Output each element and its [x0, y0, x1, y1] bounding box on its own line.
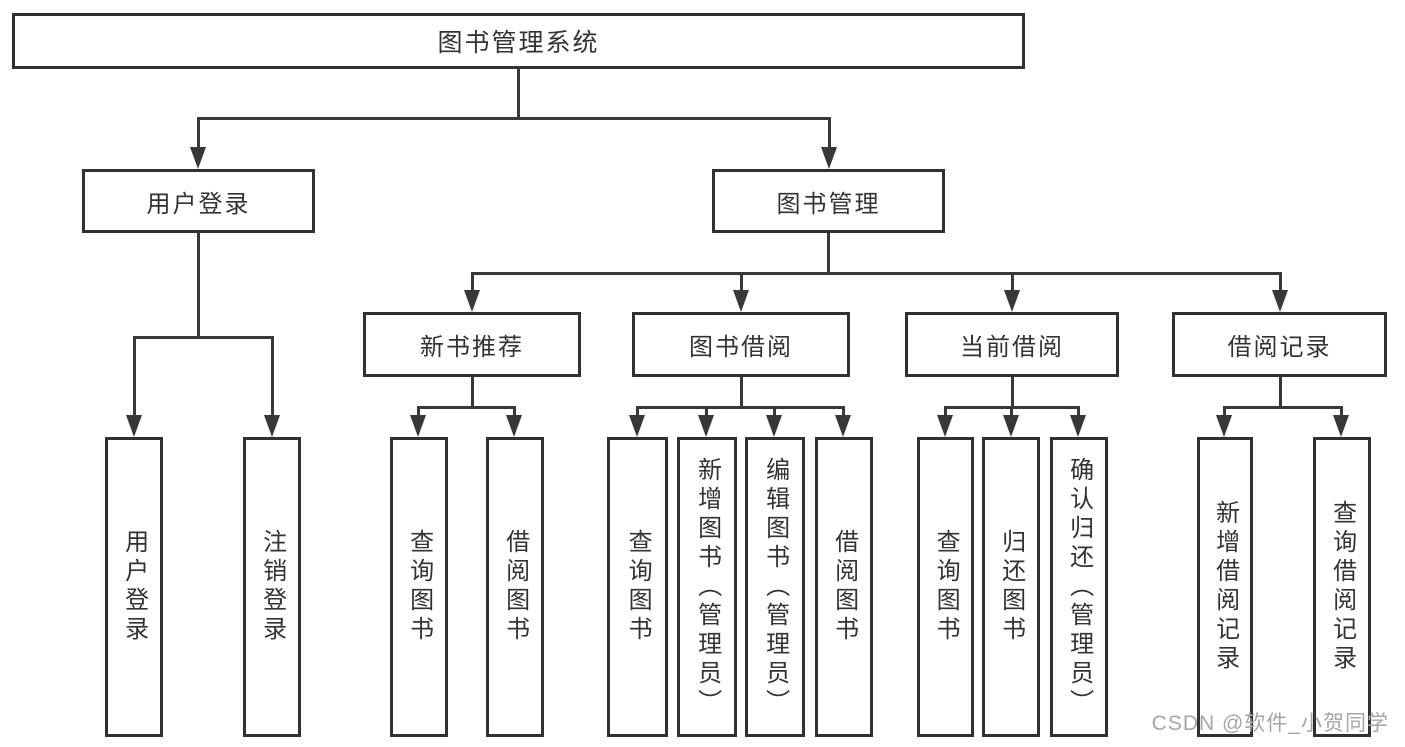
arrowhead-down-icon — [264, 415, 280, 437]
leaf-label: 确认归还（管理员） — [1065, 456, 1093, 718]
leaf-logout: 注销登录 — [243, 437, 301, 737]
connector-line — [1010, 406, 1013, 417]
leaf-add-borrow-record: 新增借阅记录 — [1197, 437, 1253, 737]
leaf-query-books-3: 查询图书 — [917, 437, 974, 737]
node-label: 借阅记录 — [1227, 334, 1332, 361]
connector-line — [944, 406, 947, 417]
connector-line — [636, 406, 639, 417]
leaf-label: 查询借阅记录 — [1328, 500, 1356, 674]
node-label: 图书借阅 — [689, 334, 793, 361]
arrowhead-down-icon — [1004, 290, 1020, 312]
leaf-label: 新增借阅记录 — [1211, 500, 1239, 674]
leaf-label: 新增图书（管理员） — [693, 456, 721, 718]
node-label: 图书管理 — [776, 190, 881, 218]
arrowhead-down-icon — [835, 415, 851, 437]
node-borrowing-records: 借阅记录 — [1172, 312, 1387, 377]
leaf-add-book-admin: 新增图书（管理员） — [677, 437, 737, 737]
connector-line — [827, 233, 830, 275]
node-label: 当前借阅 — [960, 334, 1064, 361]
leaf-edit-book-admin: 编辑图书（管理员） — [745, 437, 805, 737]
leaf-query-books-2: 查询图书 — [607, 437, 668, 737]
leaf-confirm-return-admin: 确认归还（管理员） — [1050, 437, 1108, 737]
leaf-label: 编辑图书（管理员） — [761, 456, 789, 718]
arrowhead-down-icon — [506, 415, 522, 437]
connector-line — [271, 336, 274, 417]
csdn-watermark: CSDN @软件_小贺同学 — [1151, 712, 1389, 735]
node-label: 图书管理系统 — [437, 29, 600, 57]
connector-line — [133, 336, 136, 417]
connector-line — [197, 233, 200, 339]
connector-line — [705, 406, 708, 417]
connector-line — [471, 377, 474, 408]
connector-line — [740, 377, 743, 408]
connector-line — [417, 406, 516, 409]
leaf-label: 查询图书 — [405, 529, 433, 645]
connector-line — [1340, 406, 1343, 417]
connector-line — [471, 272, 1282, 275]
node-new-book-recommend: 新书推荐 — [363, 312, 581, 377]
connector-line — [1223, 406, 1343, 409]
node-label: 用户登录 — [146, 190, 251, 218]
leaf-borrow-books-1: 借阅图书 — [486, 437, 544, 737]
leaf-label: 归还图书 — [997, 529, 1025, 645]
connector-line — [828, 117, 831, 150]
leaf-query-borrow-record: 查询借阅记录 — [1313, 437, 1371, 737]
node-book-management: 图书管理 — [712, 169, 945, 233]
node-book-borrowing: 图书借阅 — [632, 312, 850, 377]
leaf-label: 查询图书 — [932, 529, 960, 645]
arrowhead-down-icon — [1216, 415, 1232, 437]
arrowhead-down-icon — [126, 415, 142, 437]
arrowhead-down-icon — [190, 147, 206, 169]
leaf-label: 借阅图书 — [830, 529, 858, 645]
connector-line — [773, 406, 776, 417]
arrowhead-down-icon — [464, 290, 480, 312]
node-current-borrowing: 当前借阅 — [905, 312, 1119, 377]
leaf-label: 注销登录 — [258, 529, 286, 645]
arrowhead-down-icon — [698, 415, 714, 437]
arrowhead-down-icon — [629, 415, 645, 437]
arrowhead-down-icon — [821, 147, 837, 169]
leaf-user-login: 用户登录 — [105, 437, 163, 737]
arrowhead-down-icon — [410, 415, 426, 437]
leaf-query-books-1: 查询图书 — [390, 437, 448, 737]
connector-line — [1077, 406, 1080, 417]
leaf-label: 用户登录 — [120, 529, 148, 645]
arrowhead-down-icon — [1070, 415, 1086, 437]
connector-line — [133, 336, 274, 339]
node-user-login: 用户登录 — [82, 169, 315, 233]
connector-line — [1011, 377, 1014, 408]
arrowhead-down-icon — [1272, 290, 1288, 312]
connector-line — [197, 117, 200, 150]
arrowhead-down-icon — [937, 415, 953, 437]
arrowhead-down-icon — [733, 290, 749, 312]
leaf-borrow-books-2: 借阅图书 — [815, 437, 873, 737]
connector-line — [513, 406, 516, 417]
connector-line — [740, 272, 743, 292]
connector-line — [1223, 406, 1226, 417]
arrowhead-down-icon — [1003, 415, 1019, 437]
connector-line — [517, 68, 520, 119]
leaf-label: 查询图书 — [624, 529, 652, 645]
connector-line — [471, 272, 474, 292]
leaf-label: 借阅图书 — [501, 529, 529, 645]
connector-line — [197, 117, 830, 120]
connector-line — [1279, 377, 1282, 408]
connector-line — [417, 406, 420, 417]
leaf-return-books: 归还图书 — [982, 437, 1040, 737]
node-label: 新书推荐 — [420, 334, 524, 361]
node-library-management-system: 图书管理系统 — [12, 13, 1025, 69]
arrowhead-down-icon — [1333, 415, 1349, 437]
arrowhead-down-icon — [766, 415, 782, 437]
connector-line — [1279, 272, 1282, 292]
connector-line — [1011, 272, 1014, 292]
connector-line — [636, 406, 845, 409]
connector-line — [842, 406, 845, 417]
